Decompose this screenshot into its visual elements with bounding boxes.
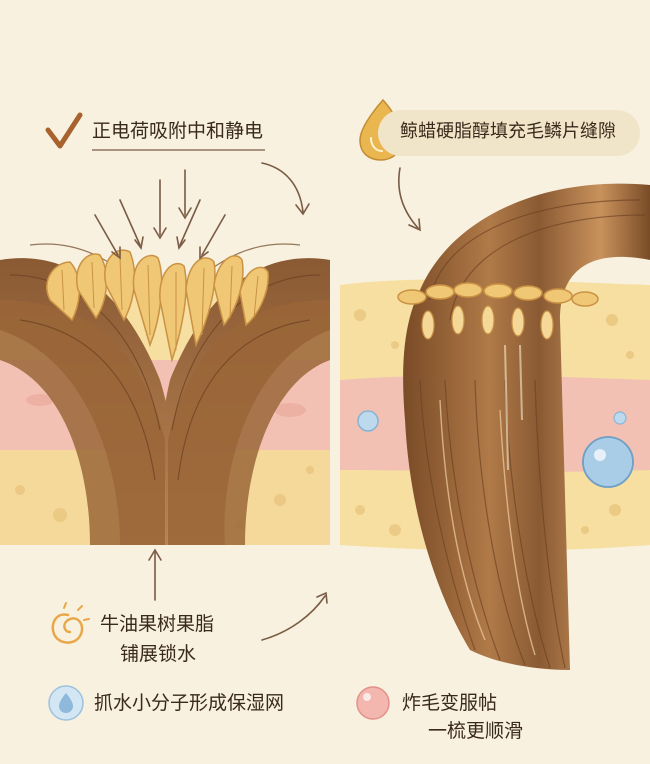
right-hair-main — [403, 183, 650, 670]
swirl-icon — [51, 602, 90, 644]
small-droplet — [357, 410, 379, 432]
moisture-net-label: 抓水小分子形成保湿网 — [94, 692, 285, 714]
left-hair-strand-c — [0, 300, 165, 545]
water-drop-icon — [48, 685, 84, 721]
right-hair-lines — [419, 199, 646, 669]
static-arrows — [94, 169, 226, 260]
curved-arrow-top-left — [261, 162, 310, 216]
shea-label-line2: 铺展锁水 — [120, 643, 197, 665]
static-neutralize-label: 正电荷吸附中和静电 — [92, 120, 264, 142]
right-hair-highlights — [439, 399, 536, 656]
large-droplet — [582, 436, 634, 488]
left-panel-illustration — [0, 149, 330, 601]
cetearyl-capsules — [421, 305, 554, 340]
curved-arrow-bottom — [261, 591, 328, 641]
pink-bubble-icon — [356, 686, 390, 720]
frizz-label-line2: 一梳更顺滑 — [428, 720, 524, 742]
up-arrow — [148, 548, 162, 601]
right-layer-dots — [354, 309, 634, 536]
cetearyl-label-pill — [378, 110, 640, 156]
left-cuticle-scales — [46, 249, 269, 363]
right-panel-illustration — [261, 167, 650, 670]
shea-label-line1: 牛油果树果脂 — [100, 613, 215, 635]
check-icon — [45, 112, 83, 149]
cetearyl-fill-label: 鲸蜡硬脂醇填充毛鳞片缝隙 — [400, 121, 616, 142]
frizz-label-line1: 炸毛变服帖 — [402, 692, 498, 714]
left-hair-strand-d — [168, 300, 330, 545]
left-pink-dots — [26, 394, 306, 417]
cetearyl-beads — [397, 282, 599, 471]
curved-arrow-top-right — [398, 167, 421, 232]
right-hair — [403, 183, 650, 670]
left-hair-bundle — [0, 243, 330, 545]
